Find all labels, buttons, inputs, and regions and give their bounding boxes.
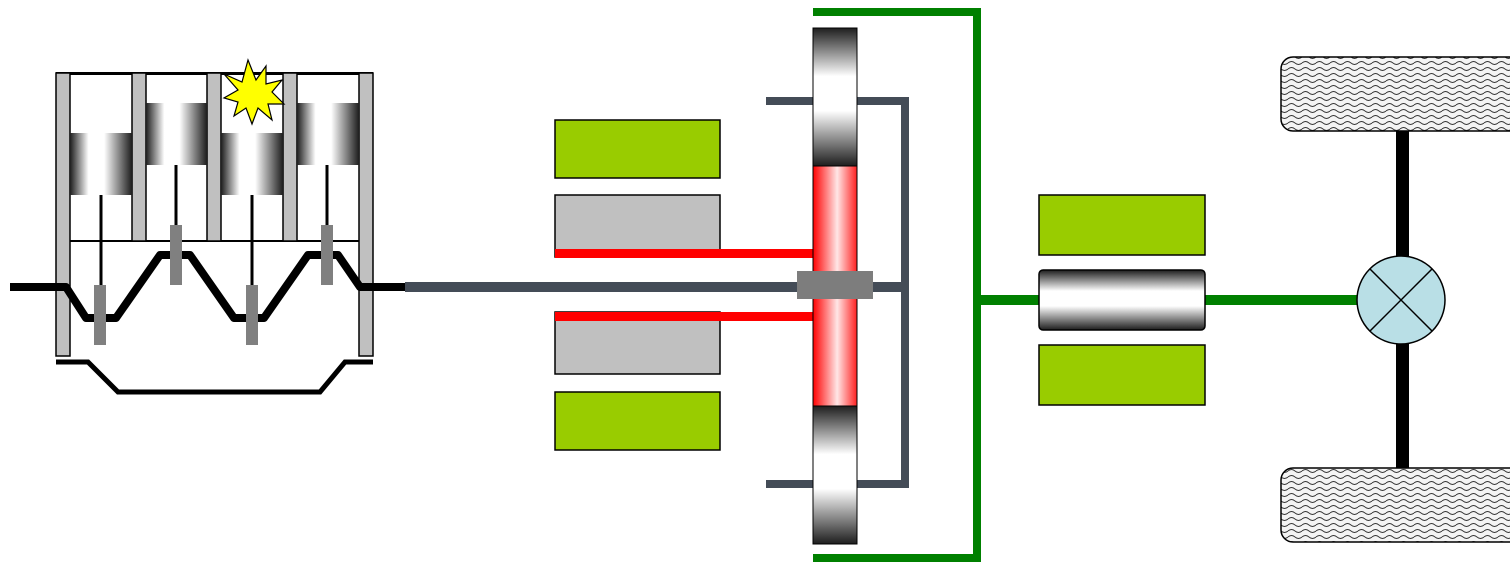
piston-2 bbox=[146, 103, 207, 165]
circle-x-icon bbox=[1356, 255, 1446, 345]
engine-wall bbox=[131, 72, 147, 242]
main-shaft bbox=[405, 282, 905, 292]
carrier-hub bbox=[797, 271, 873, 299]
ring-gear-top bbox=[812, 27, 858, 167]
crank-pin bbox=[170, 225, 182, 285]
generator-rotor-shaft-bottom bbox=[555, 312, 813, 321]
engine-wall bbox=[55, 72, 71, 357]
piston-4 bbox=[297, 103, 359, 165]
output-frame bbox=[813, 8, 981, 562]
wheel-top bbox=[1280, 56, 1510, 132]
engine bbox=[10, 58, 405, 395]
oil-pan bbox=[56, 359, 373, 395]
generator bbox=[405, 119, 905, 451]
generator-coil-bottom bbox=[554, 391, 721, 451]
generator-stator-bottom bbox=[554, 311, 721, 375]
axle bbox=[1280, 56, 1510, 543]
engine-wall bbox=[206, 72, 222, 242]
generator-rotor-shaft-top bbox=[555, 249, 813, 258]
motor-rotor bbox=[1038, 269, 1206, 331]
motor-coil-top bbox=[1038, 194, 1206, 256]
engine-wall bbox=[282, 72, 298, 242]
crankshaft bbox=[10, 251, 405, 322]
crank-pin bbox=[246, 285, 258, 345]
piston-1 bbox=[70, 133, 132, 195]
crank-pin bbox=[321, 225, 333, 285]
wheel-bottom bbox=[1280, 467, 1510, 543]
motor bbox=[977, 194, 1357, 406]
engine-wall bbox=[358, 72, 374, 357]
generator-coil-top bbox=[554, 119, 721, 179]
motor-coil-bottom bbox=[1038, 344, 1206, 406]
crank-pin bbox=[94, 285, 106, 345]
piston-3 bbox=[221, 133, 283, 195]
explosion-burst-icon bbox=[222, 58, 286, 126]
generator-stator-top bbox=[554, 194, 721, 258]
planetary-gear-set bbox=[766, 8, 981, 562]
ring-gear-bottom bbox=[812, 405, 858, 545]
